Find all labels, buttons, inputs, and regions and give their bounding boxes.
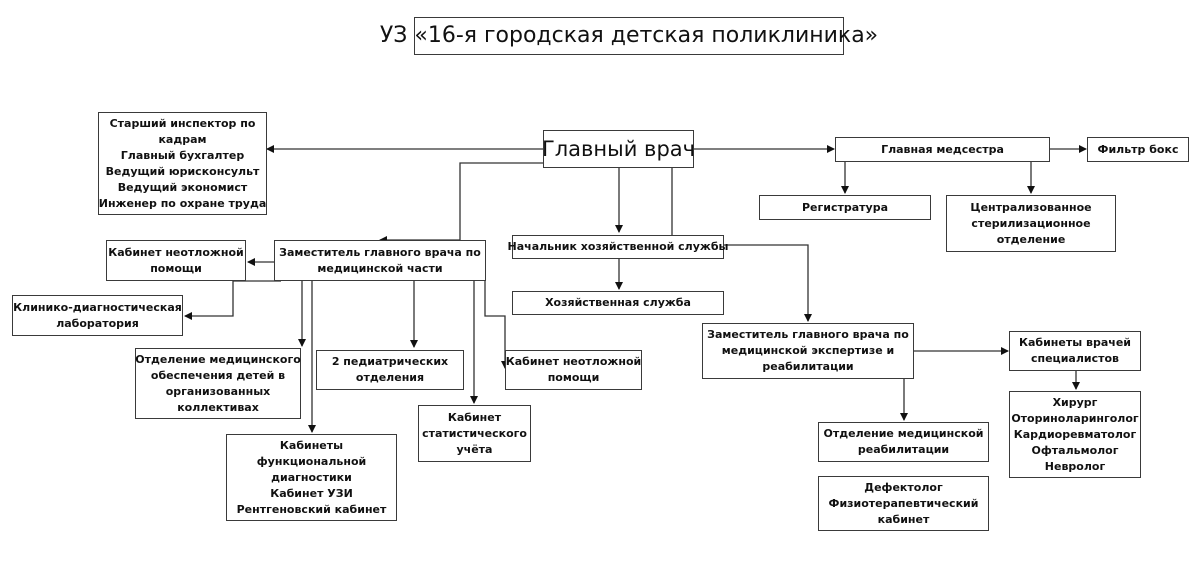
node-clinical-lab: Клинико-диагностическая лаборатория [12,295,183,336]
node-text: Хозяйственная служба [545,296,691,309]
node-text: организованных [165,384,271,398]
node-text: Отделение медицинского [135,352,301,366]
node-text: Заместитель главного врача по [707,328,909,341]
node-chief-doctor: Главный врач [541,130,696,168]
node-text: реабилитации [762,360,854,373]
edge-deputy-lab [184,280,281,320]
node-text: Офтальмолог [1031,443,1119,457]
node-text: специалистов [1030,352,1120,365]
node-text: Ведущий юрисконсульт [105,164,260,178]
node-rehab-dept: Отделение медицинской реабилитации [818,422,989,462]
node-text: Невролог [1044,459,1106,473]
node-specialist-list: Хирург Оториноларинголог Кардиоревматоло… [1009,391,1141,478]
node-filter-box: Фильтр бокс [1087,137,1189,162]
node-emergency-left: Кабинет неотложной помощи [106,240,246,281]
node-text: кабинет [877,512,930,526]
node-text: помощи [150,261,202,275]
node-sterilization: Централизованное стерилизационное отделе… [946,195,1116,252]
node-text: обеспечения детей в [150,368,286,382]
node-pediatric: 2 педиатрических отделения [316,350,464,390]
node-household-head: Начальник хозяйственной службы [508,235,728,259]
node-text: Кабинеты [279,438,344,452]
edge-chief-deputy-medical [379,162,543,244]
node-text: Фильтр бокс [1097,142,1179,156]
node-text: отделение [996,232,1066,246]
node-text: Кабинет УЗИ [270,486,353,500]
node-text: медицинской экспертизе и [721,344,895,357]
node-text: Дефектолог [864,480,943,494]
node-emergency-right: Кабинет неотложной помощи [505,350,642,390]
node-deputy-medical: Заместитель главного врача по медицинско… [274,240,486,281]
node-text: Оториноларинголог [1011,411,1139,425]
node-text: Хирург [1052,395,1098,409]
node-text: стерилизационное [971,216,1091,230]
diagram-title-text: УЗ «16-я городская детская поликлиника» [379,23,879,48]
node-text: Главная медсестра [881,142,1004,156]
node-text: Централизованное [970,200,1092,214]
node-deputy-expertise: Заместитель главного врача по медицинско… [702,323,914,379]
node-text: лаборатория [56,316,139,330]
node-household-service: Хозяйственная служба [512,291,724,315]
node-text: Заместитель главного врача по [279,245,481,259]
node-text: коллективах [177,400,259,414]
node-text: отделения [355,371,425,384]
node-text: реабилитации [857,443,950,456]
node-text: Кардиоревматолог [1013,427,1137,441]
node-registry: Регистратура [759,195,931,220]
node-admin-staff: Старший инспектор по кадрам Главный бухг… [98,112,267,215]
node-text: Регистратура [801,200,888,214]
node-text: Физиотерапевтический [828,496,979,510]
node-functional-diag: Кабинеты функциональной диагностики Каби… [226,434,397,521]
node-text: кадрам [158,132,207,146]
node-text: учёта [456,442,493,456]
node-text: Ведущий экономист [117,180,248,194]
node-text: Кабинет неотложной [505,355,642,368]
node-text: диагностики [271,470,352,484]
node-text: 2 педиатрических [331,355,449,368]
node-text: Старший инспектор по [109,116,256,130]
node-text: Кабинеты врачей [1019,336,1131,349]
node-text: помощи [547,371,600,384]
node-org-children: Отделение медицинского обеспечения детей… [135,348,301,419]
node-text: функциональной [256,454,367,468]
node-text: Главный бухгалтер [120,148,245,162]
diagram-title: УЗ «16-я городская детская поликлиника» [380,17,878,55]
node-text: Кабинет [447,410,502,424]
node-text: статистического [422,426,527,440]
node-text: Инженер по охране труда [98,196,267,210]
node-statistics: Кабинет статистического учёта [418,405,531,462]
node-text: Отделение медицинской [823,427,984,440]
node-text: Рентгеновский кабинет [236,502,387,516]
node-text: медицинской части [317,261,443,275]
edge-deputy-emergency-right [484,281,509,369]
node-head-nurse: Главная медсестра [835,137,1050,162]
node-text: Главный врач [541,137,696,161]
edge-chief-deputy-expertise [671,167,812,322]
node-defectologist: Дефектолог Физиотерапевтический кабинет [818,476,989,531]
node-text: Начальник хозяйственной службы [507,240,729,253]
node-specialists: Кабинеты врачей специалистов [1009,331,1141,371]
node-text: Клинико-диагностическая [13,300,182,314]
node-text: Кабинет неотложной [108,245,244,259]
